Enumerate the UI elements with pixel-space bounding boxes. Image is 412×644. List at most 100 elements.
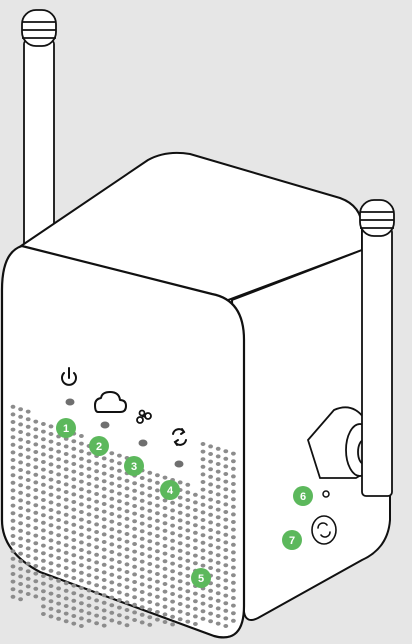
grille-dot (63, 550, 69, 555)
grille-dot (162, 566, 168, 571)
grille-dot (10, 579, 16, 584)
grille-dot (177, 586, 183, 591)
grille-dot (139, 559, 145, 564)
grille-dot (177, 556, 183, 561)
grille-dot (162, 551, 168, 556)
grille-dot (155, 496, 160, 500)
grille-dot (101, 562, 107, 567)
grille-dot (94, 552, 99, 557)
grille-dot (109, 519, 115, 524)
grille-dot (71, 439, 77, 444)
power-led (65, 398, 75, 406)
grille-dot (147, 478, 153, 483)
grille-dot (177, 526, 183, 530)
grille-dot (18, 437, 23, 442)
grille-dot (200, 548, 206, 553)
callout-label: 7 (289, 535, 295, 547)
grille-dot (215, 515, 221, 520)
grille-dot (41, 422, 46, 426)
grille-dot (41, 444, 46, 449)
grille-dot (139, 506, 145, 511)
grille-dot (177, 480, 183, 485)
grille-dot (33, 548, 39, 553)
grille-dot (48, 477, 54, 482)
grille-dot (185, 604, 191, 609)
grille-dot (147, 584, 153, 589)
grille-dot (177, 609, 183, 614)
grille-dot (124, 585, 130, 590)
grille-dot (56, 601, 61, 606)
grille-dot (139, 574, 145, 579)
grille-dot (101, 570, 107, 575)
grille-dot (10, 480, 16, 485)
grille-dot (48, 523, 54, 528)
grille-dot (147, 516, 153, 521)
grille-dot (18, 582, 23, 586)
grille-dot (18, 430, 23, 434)
grille-dot (25, 569, 31, 574)
grille-dot (139, 483, 145, 488)
grille-dot (109, 565, 115, 570)
grille-dot (109, 512, 115, 516)
grille-dot (56, 457, 61, 462)
grille-dot (155, 503, 160, 508)
grille-dot (117, 491, 122, 496)
grille-dot (117, 590, 122, 595)
grille-dot (208, 482, 214, 487)
grille-dot (193, 508, 198, 512)
grille-dot (124, 501, 130, 506)
grille-dot (63, 619, 69, 624)
grille-dot (101, 524, 107, 529)
grille-dot (18, 574, 23, 579)
grille-dot (231, 588, 236, 593)
grille-dot (109, 481, 115, 486)
grille-dot (117, 560, 122, 564)
grille-dot (56, 578, 61, 583)
grille-dot (155, 579, 160, 584)
grille-dot (71, 477, 77, 482)
grille-dot (185, 536, 191, 540)
grille-dot (117, 468, 122, 473)
grille-dot (48, 530, 54, 535)
grille-dot (63, 528, 69, 532)
grille-dot (48, 447, 54, 452)
grille-dot (41, 437, 46, 442)
grille-dot (101, 600, 107, 605)
grille-dot (215, 530, 221, 535)
grille-dot (25, 592, 31, 596)
grille-dot (132, 595, 138, 600)
grille-dot (124, 486, 130, 491)
grille-dot (10, 511, 16, 516)
grille-dot (117, 598, 122, 602)
grille-dot (33, 541, 39, 546)
grille-dot (231, 451, 236, 456)
grille-dot (155, 480, 160, 485)
grille-dot (41, 604, 46, 609)
grille-dot (41, 612, 46, 616)
grille-dot (79, 487, 84, 492)
grille-dot (170, 531, 176, 536)
grille-dot (223, 593, 229, 598)
grille-dot (208, 588, 214, 593)
grille-dot (193, 500, 198, 505)
grille-dot (48, 515, 54, 520)
grille-dot (177, 495, 183, 500)
grille-dot (56, 586, 61, 591)
grille-dot (101, 532, 107, 537)
grille-dot (132, 488, 138, 493)
grille-dot (231, 558, 236, 562)
grille-dot (94, 583, 99, 588)
grille-dot (208, 505, 214, 510)
grille-dot (155, 572, 160, 576)
grille-dot (170, 508, 176, 513)
grille-dot (94, 499, 99, 504)
grille-dot (200, 510, 206, 515)
grille-dot (48, 576, 54, 581)
grille-dot (10, 465, 16, 470)
grille-dot (33, 594, 39, 599)
grille-dot (10, 587, 16, 592)
grille-dot (86, 550, 92, 555)
grille-dot (147, 470, 153, 475)
grille-dot (94, 522, 99, 527)
grille-dot (200, 594, 206, 598)
